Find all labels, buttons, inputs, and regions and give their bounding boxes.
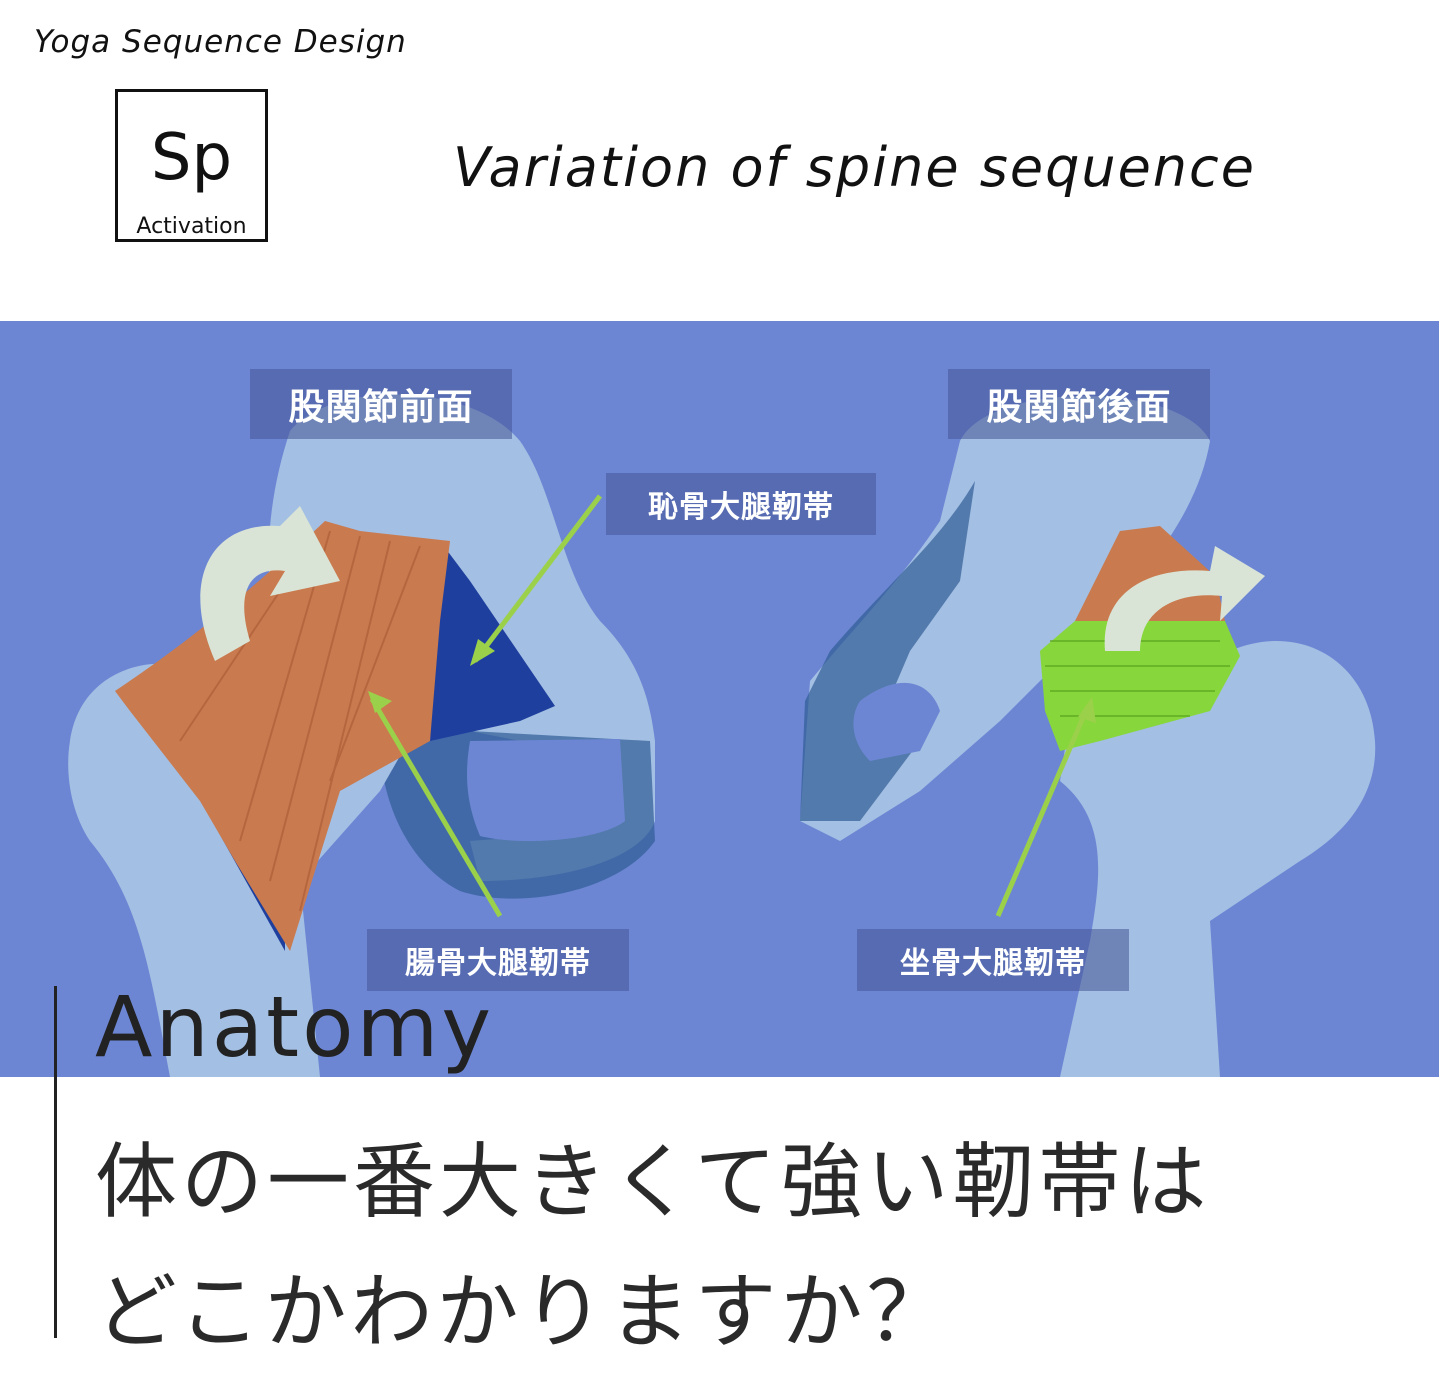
label-iliofemoral: 腸骨大腿靭帯 bbox=[367, 929, 629, 991]
front-rotation-arrow bbox=[200, 506, 340, 661]
back-upper-ligament bbox=[1075, 526, 1225, 621]
label-ischiofemoral: 坐骨大腿靭帯 bbox=[857, 929, 1129, 991]
front-obturator-foramen bbox=[467, 739, 625, 841]
category-badge: Sp Activation bbox=[115, 89, 268, 242]
accent-rule bbox=[54, 986, 57, 1338]
badge-symbol: Sp bbox=[150, 121, 233, 195]
iliofemoral-pointer bbox=[369, 697, 503, 918]
ischiofemoral-pointer bbox=[995, 705, 1091, 917]
back-obturator-region bbox=[800, 481, 975, 821]
question-line-2: どこかわかりますか？ bbox=[95, 1265, 953, 1360]
label-hip-front: 股関節前面 bbox=[250, 369, 512, 439]
hip-ligament-illustration: 股関節前面 股関節後面 恥骨大腿靭帯 腸骨大腿靭帯 坐骨大腿靭帯 bbox=[0, 321, 1439, 1077]
question-text: 体の一番大きくて強い靭帯は どこかわかりますか？ bbox=[95, 1118, 1395, 1378]
label-hip-back: 股関節後面 bbox=[948, 369, 1210, 439]
badge-caption: Activation bbox=[136, 214, 247, 239]
anatomy-drawing bbox=[68, 394, 1376, 1077]
pubofemoral-pointer bbox=[473, 494, 602, 663]
back-femur-bone bbox=[1060, 641, 1376, 1077]
iliofemoral-ligament bbox=[115, 521, 450, 951]
page-title: Variation of spine sequence bbox=[453, 136, 1256, 199]
label-pubofemoral: 恥骨大腿靭帯 bbox=[606, 473, 876, 535]
question-line-1: 体の一番大きくて強い靭帯は bbox=[95, 1135, 1211, 1230]
section-heading: Anatomy bbox=[95, 978, 495, 1076]
pubofemoral-pointer-head bbox=[470, 639, 495, 666]
brand-title: Yoga Sequence Design bbox=[34, 24, 407, 60]
back-obturator-foramen bbox=[853, 682, 940, 761]
ischiofemoral-pointer-head bbox=[1078, 697, 1096, 723]
back-rotation-arrow bbox=[1104, 546, 1265, 651]
back-hip-bones bbox=[800, 396, 1376, 1077]
iliofemoral-pointer-head bbox=[368, 691, 392, 713]
